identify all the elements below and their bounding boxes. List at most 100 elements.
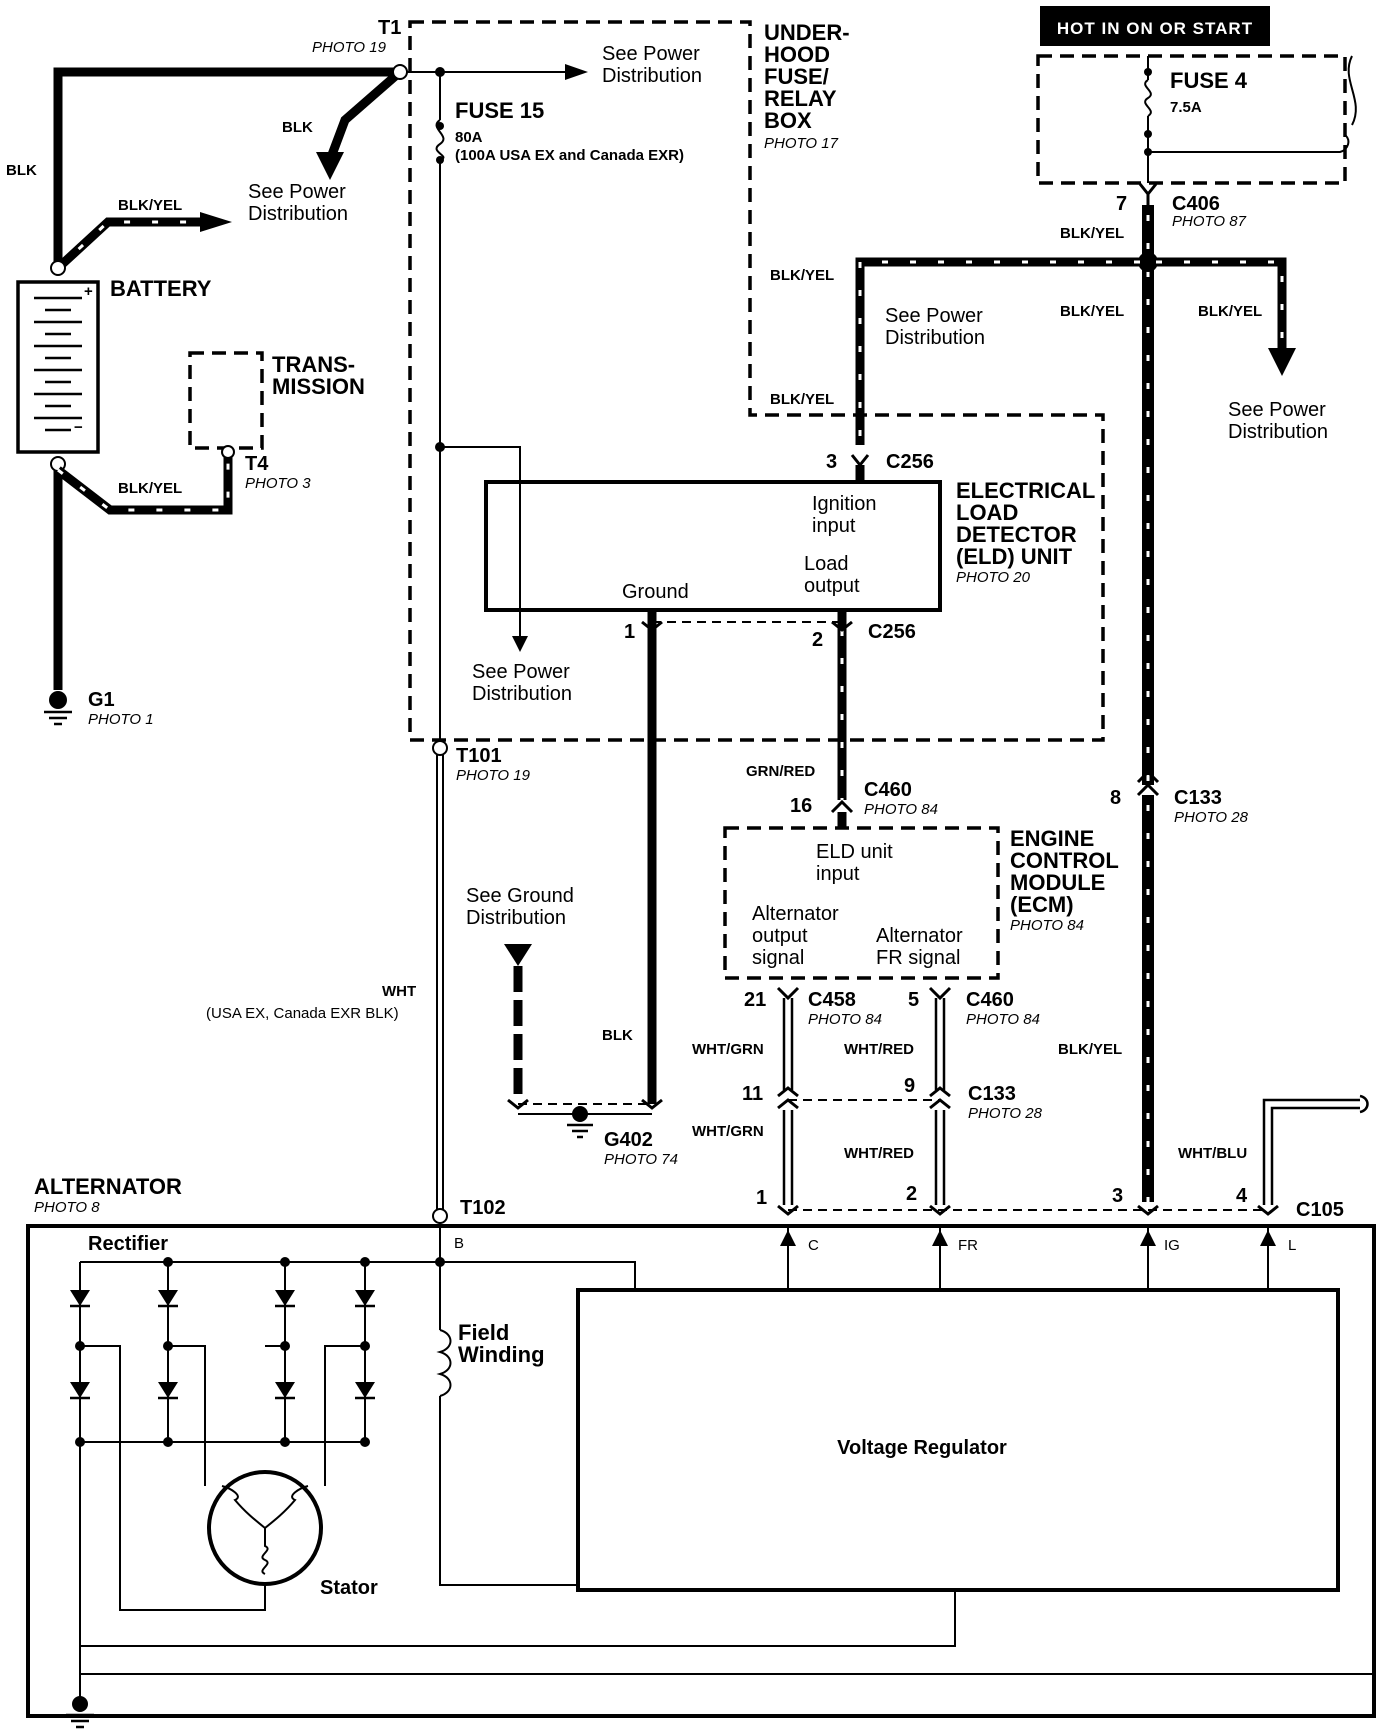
c256-pin3: 3	[826, 451, 837, 473]
c105-pin2-connector	[929, 1204, 951, 1216]
t102-label: T102	[460, 1197, 506, 1219]
eld-power-distribution-arrow	[512, 636, 528, 652]
battery-positive-wire	[53, 67, 400, 268]
blk-t1-arrow	[316, 152, 344, 180]
alt-fr-2: FR signal	[876, 947, 960, 969]
see-power-2b: Distribution	[248, 203, 348, 225]
c133b-label: C133	[968, 1083, 1016, 1105]
pinA1-label: 1	[756, 1187, 767, 1209]
ecm-label-3: MODULE	[1010, 870, 1105, 895]
t101-photo: PHOTO 19	[456, 767, 531, 784]
g402-label: G402	[604, 1129, 653, 1151]
battery-label: BATTERY	[110, 276, 212, 301]
eld-label-3: DETECTOR	[956, 522, 1077, 547]
t1-power-distribution-arrow	[565, 64, 588, 80]
battery-plus-sign: +	[84, 283, 93, 300]
c406-label: C406	[1172, 193, 1220, 215]
rectifier-diode-columns	[79, 1262, 366, 1700]
load-output-2: output	[804, 575, 860, 597]
see-power-2a: See Power	[248, 181, 346, 203]
hot-in-on-fuse-box-outline	[1036, 54, 1347, 185]
eld-label-1: ELECTRICAL	[956, 478, 1095, 503]
ground-label: Ground	[622, 581, 689, 603]
ig-right-branch-wire	[1148, 257, 1287, 350]
pinA3-label: 3	[1112, 1185, 1123, 1207]
g402-ground-symbol	[567, 1106, 593, 1139]
stator-windings	[221, 1485, 309, 1575]
pin2-label: 2	[812, 629, 823, 651]
see-ground-b: Distribution	[466, 907, 566, 929]
c460-photo: PHOTO 84	[864, 801, 938, 818]
terminal-ig: IG	[1164, 1237, 1180, 1254]
stator-to-rectifier-1	[168, 1345, 206, 1486]
regulator-terminal-lines	[787, 1228, 1269, 1290]
blkyel-mid-label: BLK/YEL	[1060, 303, 1124, 320]
wht-note: (USA EX, Canada EXR BLK)	[206, 1005, 399, 1022]
ignition-input-2: input	[812, 515, 856, 537]
terminal-c: C	[808, 1237, 819, 1254]
pin11-label: 11	[742, 1083, 763, 1105]
rectifier-diode-bars	[70, 1304, 375, 1400]
c256-pin1-connector	[641, 620, 663, 632]
whtblu-wire	[1262, 1098, 1360, 1205]
c256-pin2-connector	[831, 620, 853, 632]
g1-ground-symbol	[44, 691, 72, 726]
t4-blkyel-stripe	[57, 455, 230, 512]
pinA2-label: 2	[906, 1183, 917, 1205]
alternator-label: ALTERNATOR	[34, 1174, 182, 1199]
transmission-outline	[188, 351, 264, 450]
t101-label: T101	[456, 745, 502, 767]
fuse4-symbol	[1144, 79, 1152, 117]
whtred-lower-wire	[934, 1110, 946, 1205]
blkyel-t4-label: BLK/YEL	[118, 480, 182, 497]
c105-pin1-connector	[777, 1204, 799, 1216]
blkyel-right-label: BLK/YEL	[1198, 303, 1262, 320]
c458-label: C458	[808, 989, 856, 1011]
t1-photo: PHOTO 19	[312, 39, 387, 56]
whtred-label-2: WHT/RED	[844, 1145, 914, 1162]
t1-terminal	[392, 64, 408, 80]
t4-label: T4	[245, 453, 269, 475]
voltage-regulator-box	[576, 1288, 1340, 1592]
c133-photo: PHOTO 28	[1174, 809, 1249, 826]
alt-output-1: Alternator	[752, 903, 839, 925]
g402-photo: PHOTO 74	[604, 1151, 678, 1168]
eld-unit-input-2: input	[816, 863, 860, 885]
voltage-regulator-label: Voltage Regulator	[837, 1437, 1007, 1459]
battery-blkyel-branch-wire	[54, 217, 205, 272]
fuse15-mid-node	[436, 122, 444, 130]
trans-label-2: MISSION	[272, 374, 365, 399]
c256-top-label: C256	[886, 451, 934, 473]
c133-pin9-connector	[929, 1086, 951, 1110]
blk-top-label: BLK	[6, 162, 37, 179]
see-power-4a: See Power	[1228, 399, 1326, 421]
c460-pin: 16	[790, 795, 812, 817]
fuse15-amp: 80A	[455, 129, 483, 146]
pin1-label: 1	[624, 621, 635, 643]
see-power-3b: Distribution	[885, 327, 985, 349]
c133-label: C133	[1174, 787, 1222, 809]
battery-body	[16, 280, 100, 454]
blkyel-bat-label: BLK/YEL	[118, 197, 182, 214]
ig-left-branch-wire	[855, 257, 1148, 445]
battery-minus-sign: −	[74, 419, 83, 436]
battery-positive-terminal	[50, 260, 66, 276]
fuse15-note: (100A USA EX and Canada EXR)	[455, 147, 684, 164]
field-winding-2: Winding	[458, 1342, 545, 1367]
hot-in-on-header	[1040, 6, 1270, 46]
terminal-l: L	[1288, 1237, 1296, 1254]
see-ground-arrow	[504, 944, 532, 966]
blk-t1-label: BLK	[282, 119, 313, 136]
blkyel-low-label: BLK/YEL	[1058, 1041, 1122, 1058]
terminal-b: B	[454, 1235, 464, 1252]
pin5-label: 5	[908, 989, 919, 1011]
c460b-photo: PHOTO 84	[966, 1011, 1040, 1028]
underhood-label-4: RELAY	[764, 86, 837, 111]
battery-blkyel-arrow	[200, 212, 232, 232]
terminal-fr: FR	[958, 1237, 978, 1254]
whtblu-end	[1359, 1094, 1369, 1114]
c406-connector	[1138, 183, 1158, 205]
underhood-label-3: FUSE/	[764, 64, 829, 89]
ecm-outline	[723, 826, 1000, 980]
